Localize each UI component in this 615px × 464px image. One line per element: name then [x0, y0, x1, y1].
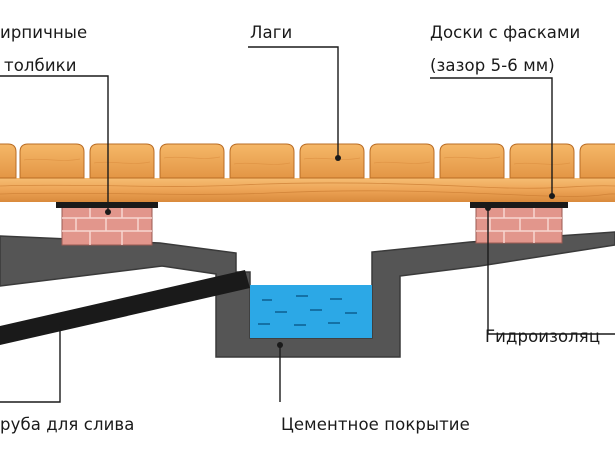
label-boards-line2: (зазор 5-6 мм) — [430, 56, 555, 75]
label-brick-posts-line2: толбики — [4, 56, 77, 75]
brick-post-left — [56, 202, 158, 246]
boards — [0, 143, 615, 179]
label-joists: Лаги — [250, 23, 293, 42]
label-cement: Цементное покрытие — [281, 415, 470, 434]
leader-dots — [57, 155, 555, 348]
joist — [0, 178, 615, 202]
leader-lines — [0, 46, 615, 402]
leader-pipe — [0, 322, 61, 403]
leader-brick-posts — [0, 75, 109, 212]
label-waterproofing: Гидроизоляц — [485, 327, 601, 346]
label-brick-posts-line1: ирпичные — [0, 23, 88, 42]
leader-waterproofing — [487, 208, 615, 335]
leader-boards — [430, 77, 553, 196]
drain-pipe — [0, 270, 250, 345]
cement-foundation — [0, 231, 615, 358]
label-boards-line1: Доски с фасками — [430, 23, 581, 42]
water — [250, 285, 372, 338]
leader-joists — [248, 46, 339, 158]
board-grain — [23, 156, 571, 165]
brick-post-right — [470, 202, 568, 244]
label-drain-pipe: руба для слива — [0, 415, 135, 434]
